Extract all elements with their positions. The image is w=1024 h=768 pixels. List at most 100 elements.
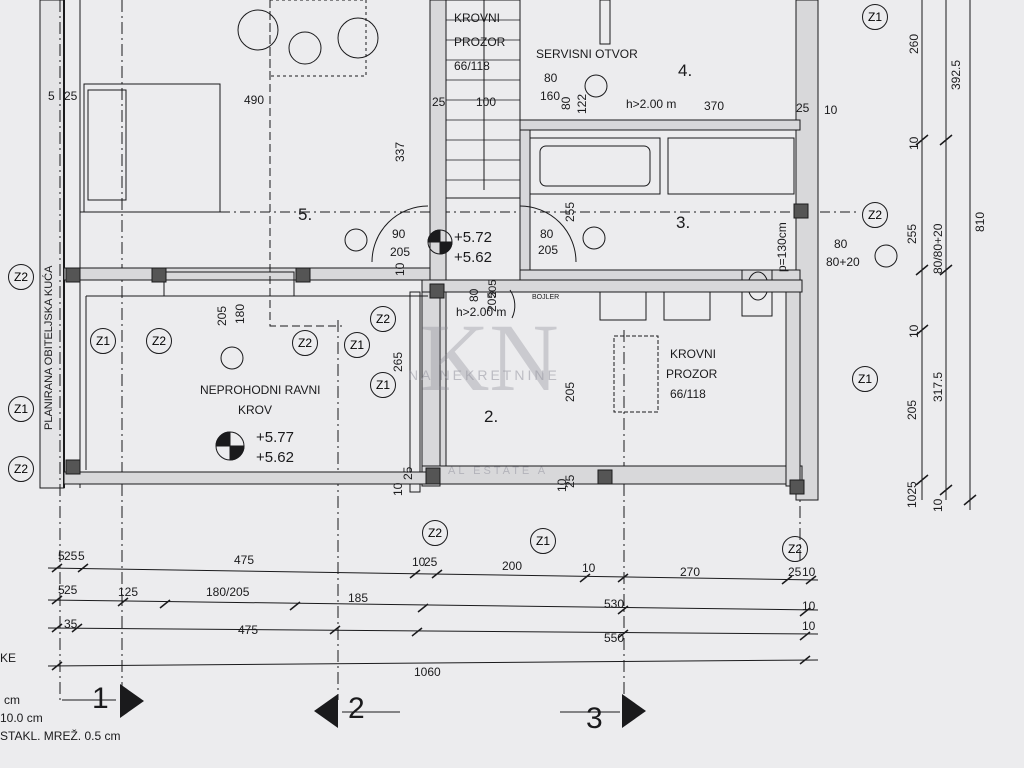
dim-r-10b: 10 (907, 324, 921, 338)
dim-5: 5 (48, 89, 55, 103)
dim-265: 265 (391, 351, 405, 372)
dim-205b: 205 (487, 279, 499, 298)
dim-490: 490 (244, 93, 265, 107)
dim-b2-125: 125 (118, 585, 139, 599)
watermark-text: NA NEKRETNINE (408, 367, 560, 383)
dim-b1-25b: 25 (424, 555, 438, 569)
axis-tag-z2-h: Z2 (782, 536, 808, 562)
dim-337: 337 (393, 141, 407, 162)
axis-tag-z2-d: Z2 (146, 328, 172, 354)
door-3-w: 80 (834, 237, 848, 251)
dim-25c: 25 (401, 466, 415, 480)
dim-25e: 25 (64, 89, 78, 103)
dim-25d: 25 (563, 474, 577, 488)
dim-b1-5b: 5 (78, 549, 85, 563)
bathtub (529, 137, 661, 195)
dim-10b: 10 (391, 482, 405, 496)
note-servisni: SERVISNI OTVOR (536, 47, 638, 61)
door-3-h: 80+20 (826, 255, 860, 269)
dim-b4-1060: 1060 (414, 665, 441, 679)
dim-r-317: 317.5 (931, 371, 945, 402)
note-p130: p=130cm (775, 222, 789, 272)
elev-roof-bottom: +5.62 (256, 449, 294, 466)
axis-tag-z1-a: Z1 (862, 4, 888, 30)
dim-10d: 10 (393, 262, 407, 276)
elev-roof-top: +5.77 (256, 429, 294, 446)
axis-tag-z1-g: Z1 (530, 528, 556, 554)
room-label-4: 4. (678, 61, 693, 80)
axis-tag-z2-e: Z2 (292, 330, 318, 356)
dim-b1-10: 10 (412, 555, 426, 569)
note-boiler: BOJLER (532, 294, 560, 301)
note-krovni-2a: KROVNI (670, 347, 717, 361)
axis-tag-z1-c: Z1 (8, 396, 34, 422)
note-stakl: STAKL. MREŽ. 0.5 cm (0, 729, 121, 743)
note-krovni-1b: PROZOR (454, 35, 506, 49)
watermark-monogram: KN (420, 304, 559, 411)
dim-r-255: 255 (905, 223, 919, 244)
dim-10a: 10 (824, 103, 838, 117)
axis-tag-z1-b: Z1 (852, 366, 878, 392)
dim-b2-10: 10 (802, 599, 816, 613)
note-planirana: PLANIRANA OBITELJSKA KUĆA (43, 265, 55, 430)
note-servisni-w: 80 (544, 71, 558, 85)
door-5-w: 80 (559, 96, 573, 110)
dim-r-392: 392.5 (949, 59, 963, 90)
axis-tag-z2-b: Z2 (8, 264, 34, 290)
dim-b1-25c: 25 (788, 565, 802, 579)
door-2-w: 80 (540, 227, 554, 241)
dim-b2-530: 530 (604, 597, 625, 611)
axis-tag-z2-g: Z2 (422, 520, 448, 546)
note-cm10: 10.0 cm (0, 711, 43, 725)
dim-b2-180: 180/205 (206, 585, 250, 599)
dim-r-810: 810 (973, 211, 987, 232)
axis-tag-z2-a: Z2 (862, 202, 888, 228)
dim-180: 180 (233, 303, 247, 324)
dim-b1-5: 5 (58, 549, 65, 563)
note-servisni-h: 160 (540, 89, 561, 103)
dim-b1-200: 200 (502, 559, 523, 573)
axis-tag-z1-f: Z1 (370, 372, 396, 398)
dim-100: 100 (476, 95, 497, 109)
dim-r-1025: 1025 (905, 481, 919, 508)
room-label-2: 2. (484, 407, 499, 426)
dim-b1-270: 270 (680, 565, 701, 579)
dim-r-10a: 10 (907, 136, 921, 150)
door-1-w: 90 (392, 227, 406, 241)
note-krovni-2c: 66/118 (670, 387, 706, 401)
axis-tag-z1-e: Z1 (344, 332, 370, 358)
room-label-3: 3. (676, 213, 691, 232)
dim-b2-185: 185 (348, 591, 369, 605)
skylight (613, 335, 659, 413)
note-krovni-1c: 66/118 (454, 59, 490, 73)
grid-arrow-1 (120, 684, 144, 718)
elev-stair-top: +5.72 (454, 229, 492, 246)
grid-label-2: 2 (348, 692, 365, 725)
note-h200-top: h>2.00 m (626, 97, 677, 111)
grid-label-3: 3 (586, 702, 603, 735)
bed (83, 83, 221, 213)
note-ke: KE (0, 651, 17, 665)
dim-b2-5: 5 (58, 583, 65, 597)
dim-b3-550: 550 (604, 631, 625, 645)
dim-b1-10c: 10 (802, 565, 816, 579)
grid-arrow-2 (314, 694, 338, 728)
note-h200-mid: h>2.00 m (456, 305, 507, 319)
dim-370: 370 (704, 99, 725, 113)
dim-r-10c: 10 (931, 498, 945, 512)
grid-arrow-3 (622, 694, 646, 728)
dim-r-260: 260 (907, 33, 921, 54)
dim-25a: 25 (432, 95, 446, 109)
dim-b3-35: 35 (64, 617, 78, 631)
dim-b1-25: 25 (64, 549, 78, 563)
stair (445, 0, 521, 199)
axis-tag-z2-c: Z2 (8, 456, 34, 482)
door-5-h: 122 (575, 93, 589, 114)
dim-r-205: 205 (905, 399, 919, 420)
dim-25b: 25 (796, 101, 810, 115)
dim-205c: 205 (215, 305, 229, 326)
axis-tag-z1-d: Z1 (90, 328, 116, 354)
door-1-h: 205 (390, 245, 411, 259)
